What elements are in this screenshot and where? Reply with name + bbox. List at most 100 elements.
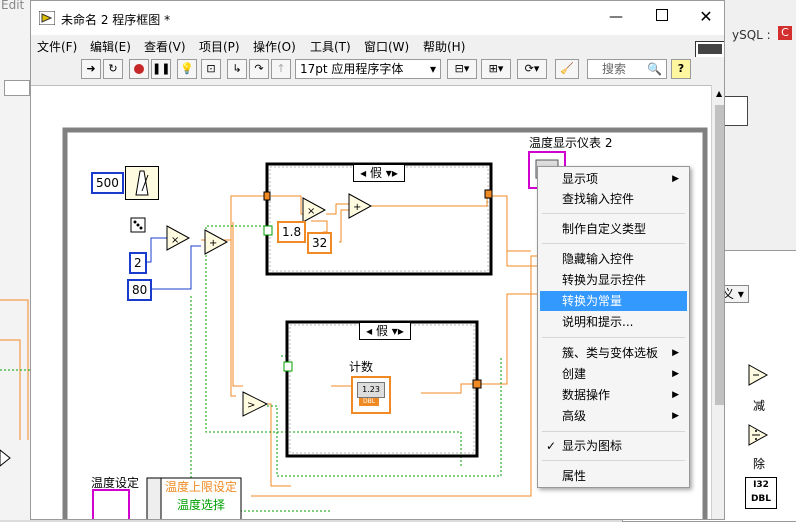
run-continuously-button[interactable]: ↻	[103, 59, 123, 79]
submenu-arrow-icon: ▶	[672, 411, 679, 421]
menu-window[interactable]: 窗口(W)	[364, 40, 410, 54]
menu-item-visible-items[interactable]: 显示项 ▶	[540, 169, 687, 189]
palette-divide-label: 除	[753, 457, 766, 471]
step-into-button[interactable]: ↳	[227, 59, 247, 79]
palette-dbl-label: DBL	[750, 494, 772, 504]
menu-separator	[542, 213, 685, 214]
align-objects-button[interactable]: ⊟▾	[447, 59, 477, 79]
highlight-execution-button[interactable]: 💡	[177, 59, 197, 79]
menu-operate[interactable]: 操作(O)	[253, 40, 296, 54]
reorder-button[interactable]: ⟳▾	[517, 59, 547, 79]
menu-item-view-as-icon[interactable]: ✓显示为图标	[540, 436, 687, 456]
menu-help[interactable]: 帮助(H)	[423, 40, 466, 54]
dice-icon[interactable]	[129, 216, 149, 236]
subtract-icon[interactable]	[747, 363, 771, 387]
svg-text:×: ×	[307, 206, 315, 217]
wait-ms-icon[interactable]	[125, 166, 159, 200]
submenu-arrow-icon: ▶	[672, 174, 679, 184]
scroll-thumb[interactable]	[715, 105, 724, 405]
vertical-scrollbar[interactable]: ▲	[711, 85, 724, 519]
menu-item-label: 转换为常量	[562, 294, 623, 308]
menu-item-label: 高级	[562, 409, 587, 423]
counter-type: DBL	[359, 398, 379, 406]
metronome-icon	[135, 170, 149, 196]
menu-item-label: 属性	[562, 469, 587, 483]
vi-icon-graph	[698, 44, 722, 54]
retain-wire-values-button[interactable]: ⊡	[201, 59, 221, 79]
menu-item-data-operations[interactable]: 数据操作▶	[540, 385, 687, 405]
close-button[interactable]: ✕	[699, 7, 713, 26]
svg-text:>: >	[247, 400, 255, 411]
wires-layer: × + × + >	[62, 127, 708, 519]
menu-file[interactable]: 文件(F)	[37, 40, 78, 54]
svg-text:+: +	[353, 202, 361, 213]
constant-32[interactable]: 32	[307, 232, 333, 254]
menu-item-change-to-indicator[interactable]: 转换为显示控件	[540, 270, 687, 290]
menu-separator	[542, 431, 685, 432]
menu-item-description-tip[interactable]: 说明和提示...	[540, 312, 687, 332]
clean-up-diagram-button[interactable]: 🧹	[555, 59, 579, 79]
case-selector-bottom-value: 假	[375, 324, 388, 338]
menu-item-hide-control[interactable]: 隐藏输入控件	[540, 249, 687, 269]
menu-item-label: 转换为显示控件	[562, 273, 647, 287]
menu-project[interactable]: 项目(P)	[199, 40, 240, 54]
counter-indicator[interactable]: 1.23 DBL	[351, 376, 391, 414]
menu-item-find-control[interactable]: 查找输入控件	[540, 189, 687, 209]
search-input[interactable]: 搜索 🔍	[587, 59, 667, 79]
menu-separator	[542, 337, 685, 338]
case-selector-bottom[interactable]: ◂ 假 ▾▸	[359, 322, 411, 340]
menu-item-label: 制作自定义类型	[562, 222, 647, 236]
menu-tools[interactable]: 工具(T)	[310, 40, 351, 54]
distribute-objects-button[interactable]: ⊞▾	[481, 59, 511, 79]
menu-item-advanced[interactable]: 高级 ▶	[540, 406, 687, 426]
submenu-arrow-icon: ▶	[672, 390, 679, 400]
labview-icon	[39, 11, 55, 25]
palette-i32-label: I32	[753, 480, 769, 490]
scroll-up-icon[interactable]: ▲	[716, 89, 723, 98]
counter-value: 1.23	[357, 382, 385, 398]
conversion-icon[interactable]: I32 DBL	[745, 477, 777, 509]
background-title: Edit	[1, 0, 25, 12]
divide-icon[interactable]	[747, 423, 771, 447]
constant-1-8[interactable]: 1.8	[277, 221, 307, 243]
menu-item-make-typedef[interactable]: 制作自定义类型	[540, 219, 687, 239]
search-icon: 🔍	[647, 62, 662, 76]
context-menu: 显示项 ▶ 查找输入控件 制作自定义类型 隐藏输入控件 转换为显示控件 转换为常量…	[537, 166, 690, 488]
menu-item-change-to-constant[interactable]: 转换为常量	[540, 291, 687, 311]
minimize-button[interactable]: —	[609, 9, 623, 25]
menu-item-label: 说明和提示...	[562, 315, 634, 329]
svg-text:×: ×	[171, 235, 179, 246]
upper-limit-label[interactable]: 温度上限设定	[165, 480, 238, 494]
run-button[interactable]: ➜	[81, 59, 101, 79]
case-selector-top[interactable]: ◂ 假 ▾▸	[353, 164, 405, 182]
step-out-button[interactable]: ↑	[271, 59, 291, 79]
toolbar: ➜ ↻ ❚❚ 💡 ⊡ ↳ ↷ ↑ 17pt 应用程序字体 ▾ ⊟▾ ⊞▾ ⟳▾ …	[31, 57, 724, 83]
menu-separator	[542, 460, 685, 461]
constant-80[interactable]: 80	[127, 279, 153, 301]
pause-button[interactable]: ❚❚	[151, 59, 171, 79]
menu-item-label: 隐藏输入控件	[562, 252, 635, 266]
constant-500[interactable]: 500	[91, 172, 124, 194]
counter-label: 计数	[349, 360, 374, 374]
font-select[interactable]: 17pt 应用程序字体 ▾	[295, 59, 441, 79]
maximize-button[interactable]	[647, 9, 677, 27]
submenu-arrow-icon: ▶	[672, 369, 679, 379]
menu-item-cluster-palette[interactable]: 簇、类与变体选板▶	[540, 343, 687, 363]
constant-2[interactable]: 2	[129, 252, 147, 274]
chevron-down-icon: ▾	[429, 62, 436, 76]
setting-label: 温度设定	[91, 476, 140, 490]
select-label[interactable]: 温度选择	[177, 498, 226, 512]
help-button[interactable]: ?	[671, 59, 691, 79]
font-select-value: 17pt 应用程序字体	[300, 62, 404, 76]
svg-text:+: +	[209, 238, 217, 249]
menu-view[interactable]: 查看(V)	[144, 40, 186, 54]
menu-item-label: 显示为图标	[562, 439, 623, 453]
abort-button[interactable]	[129, 59, 149, 79]
menu-item-properties[interactable]: 属性	[540, 466, 687, 486]
menu-separator	[542, 243, 685, 244]
background-wires	[0, 299, 34, 467]
menu-edit[interactable]: 编辑(E)	[90, 40, 131, 54]
menu-item-create[interactable]: 创建▶	[540, 364, 687, 384]
step-over-button[interactable]: ↷	[249, 59, 269, 79]
menu-item-label: 显示项	[562, 172, 599, 186]
